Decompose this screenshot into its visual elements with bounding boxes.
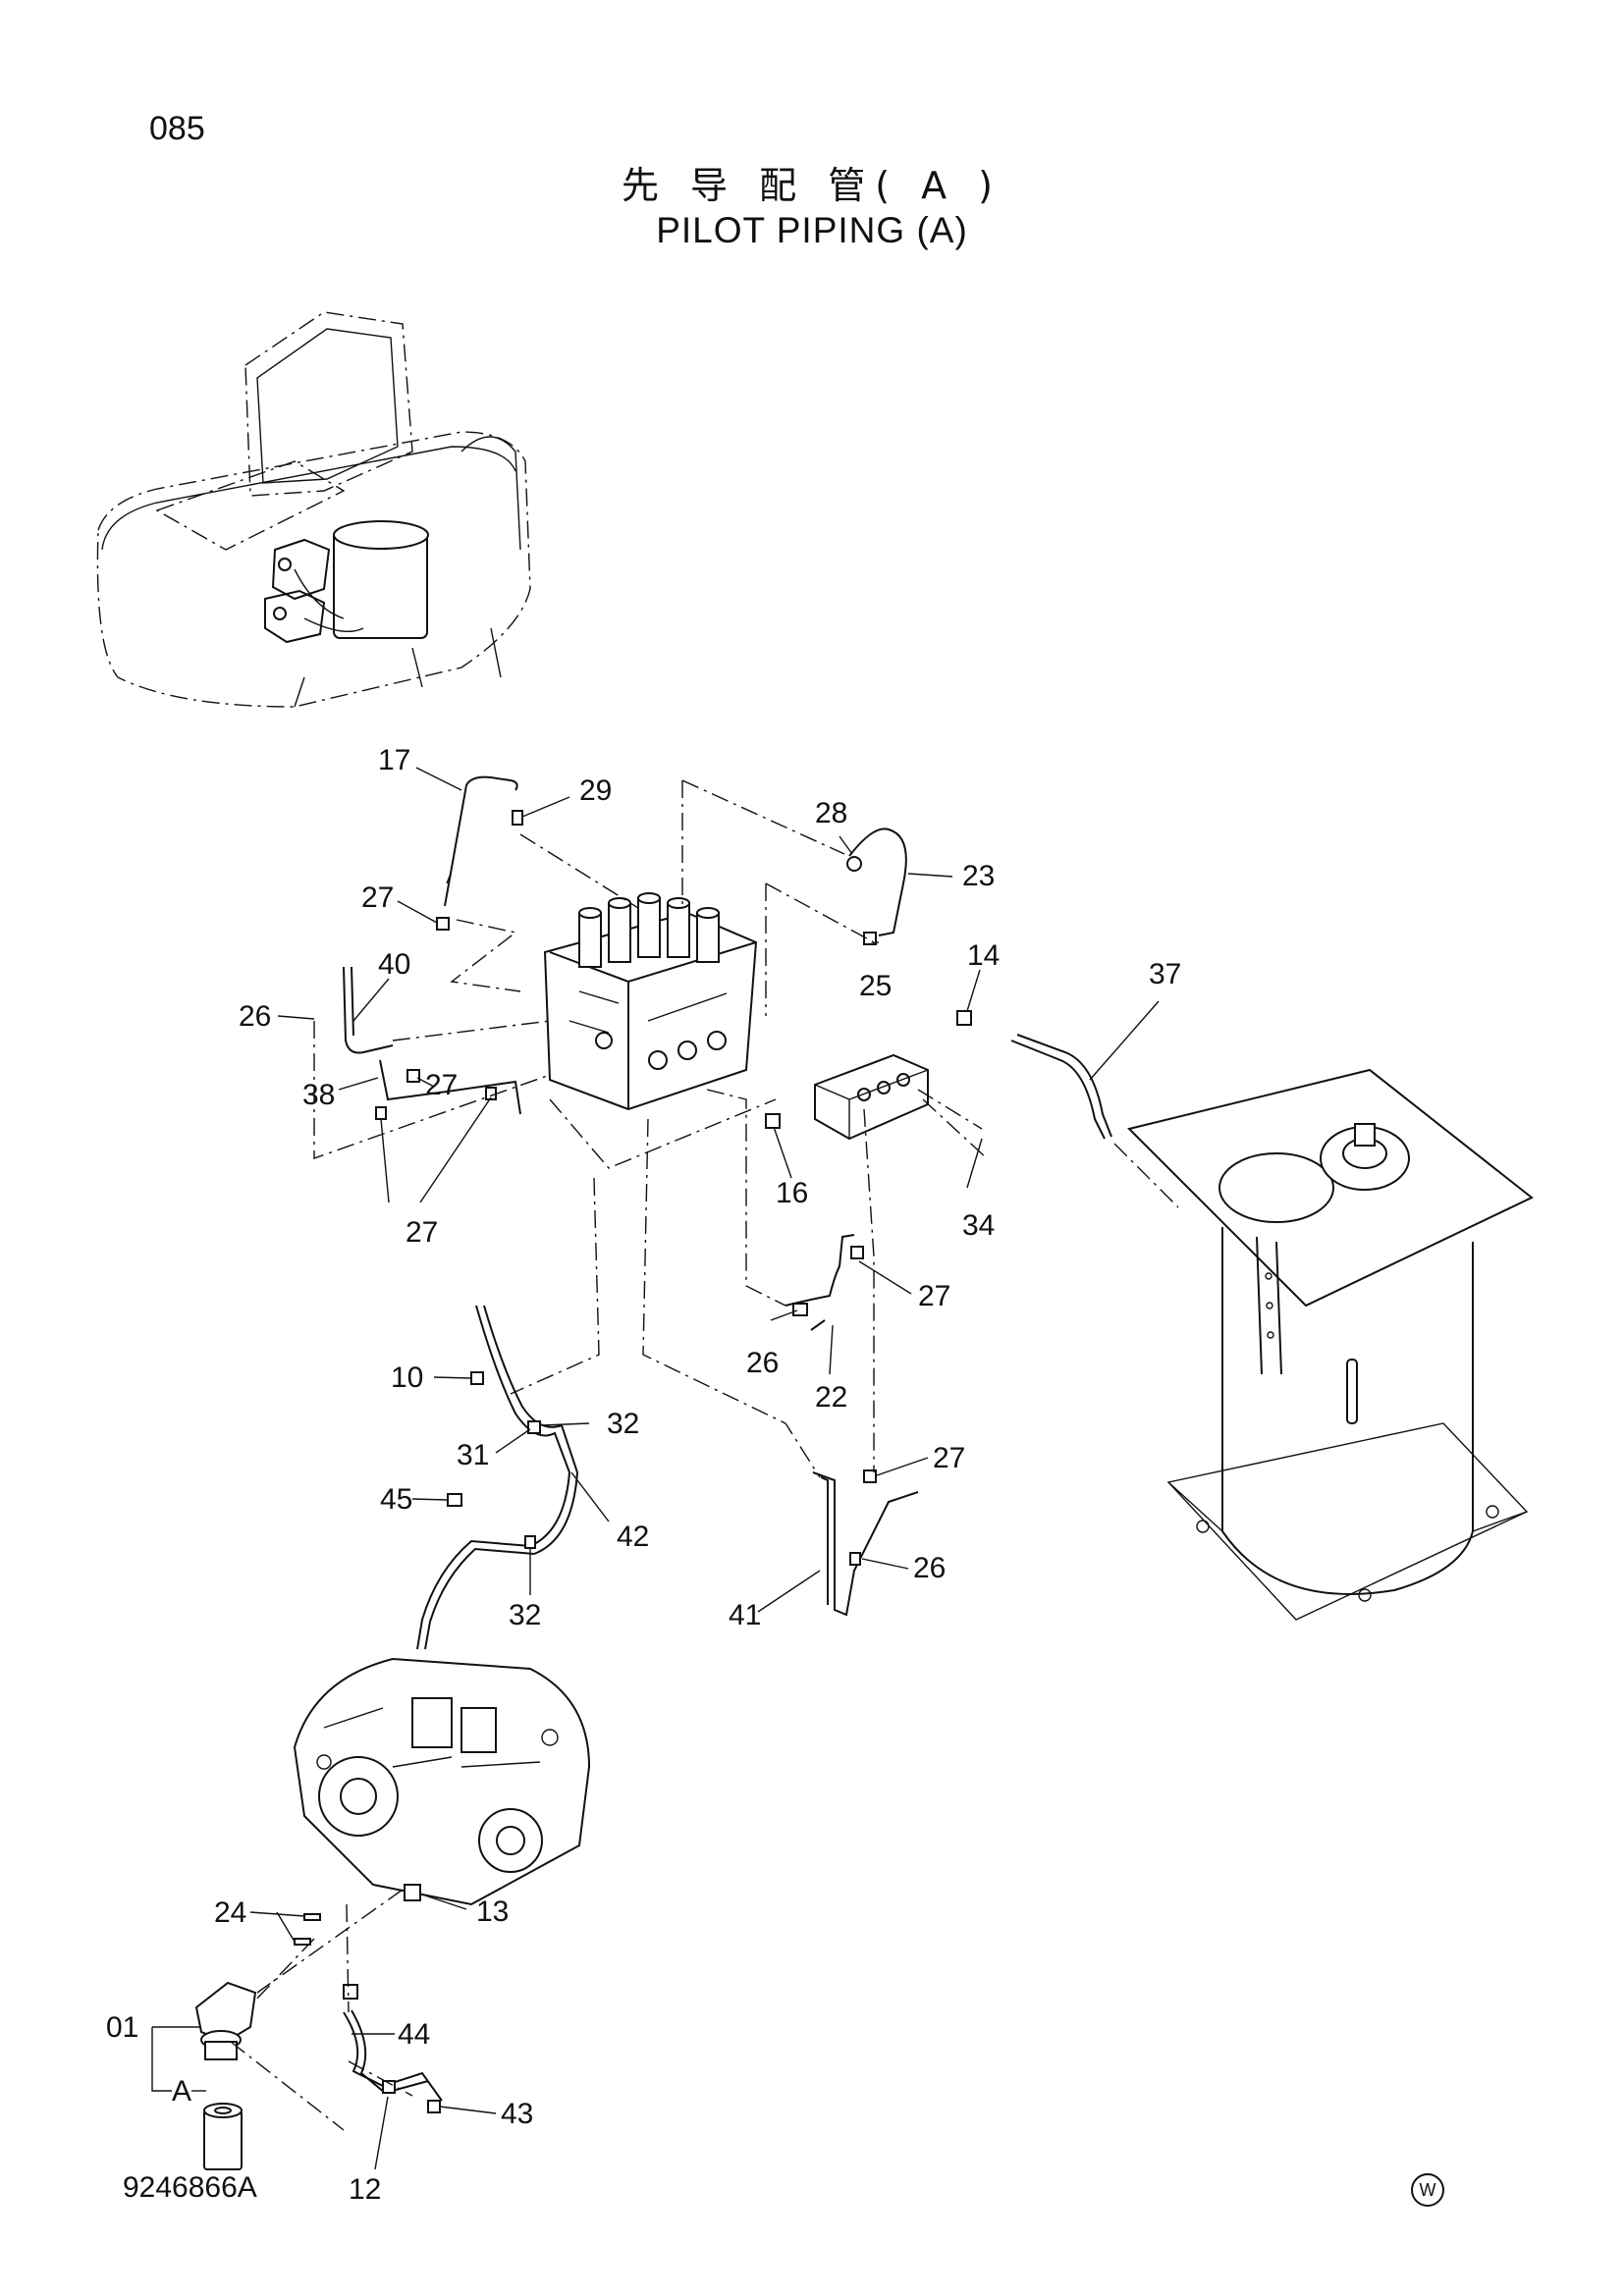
callout-41: 41 <box>729 1599 761 1631</box>
callout-40: 40 <box>378 948 410 981</box>
callout-31: 31 <box>457 1439 489 1471</box>
callout-29: 29 <box>579 774 612 807</box>
callout-27-mid-left: 27 <box>425 1069 458 1101</box>
callout-23: 23 <box>962 860 995 892</box>
callout-14: 14 <box>967 939 1000 972</box>
callout-44: 44 <box>398 2018 430 2051</box>
hydraulic-tank-illustration <box>1127 1068 1534 1621</box>
callout-labels: 17 29 28 23 27 25 14 37 40 26 27 38 16 3… <box>106 744 1181 2206</box>
callout-34: 34 <box>962 1209 995 1242</box>
drawing-number: 9246866A <box>123 2171 257 2204</box>
fittings <box>294 810 972 2113</box>
callout-27-lower-right: 27 <box>933 1442 965 1474</box>
callout-27-bracket: 27 <box>406 1216 438 1249</box>
callout-32-upper: 32 <box>607 1408 639 1440</box>
callout-45: 45 <box>380 1483 412 1516</box>
callout-27-upper-left: 27 <box>361 881 394 914</box>
callout-01: 01 <box>106 2011 138 2044</box>
page-number: 085 <box>149 110 205 147</box>
callout-28: 28 <box>815 797 847 829</box>
callout-27-mid-right: 27 <box>918 1280 950 1312</box>
leader-lines <box>151 767 1160 2170</box>
w-circle-mark: W <box>1411 2173 1444 2207</box>
callout-37: 37 <box>1149 958 1181 990</box>
callout-13: 13 <box>476 1896 509 1928</box>
callout-26-lower-right: 26 <box>913 1552 946 1584</box>
control-valve-illustration <box>543 892 758 1111</box>
manifold-block-illustration <box>814 1053 929 1141</box>
pump-illustration <box>293 1657 591 1906</box>
callout-42: 42 <box>617 1521 649 1553</box>
pilot-filter-illustration <box>194 1981 257 2170</box>
callout-22: 22 <box>815 1381 847 1414</box>
machine-overview-illustration <box>96 311 531 708</box>
callout-43: 43 <box>501 2098 533 2130</box>
callout-24: 24 <box>214 1896 246 1929</box>
callout-32-lower: 32 <box>509 1599 541 1631</box>
pipes-and-hoses <box>343 775 1112 2102</box>
callout-38: 38 <box>302 1079 335 1111</box>
title-japanese: 先 导 配 管( A ) <box>621 164 1003 207</box>
callout-26-center: 26 <box>746 1347 779 1379</box>
callout-17: 17 <box>378 744 410 776</box>
callout-12: 12 <box>349 2173 381 2206</box>
callout-10: 10 <box>391 1362 423 1394</box>
callout-A: A <box>172 2075 191 2108</box>
callout-25: 25 <box>859 970 892 1002</box>
callout-26-left: 26 <box>239 1000 271 1033</box>
title-english: PILOT PIPING (A) <box>656 210 968 250</box>
callout-16: 16 <box>776 1177 808 1209</box>
assembly-lines <box>230 779 1179 2131</box>
